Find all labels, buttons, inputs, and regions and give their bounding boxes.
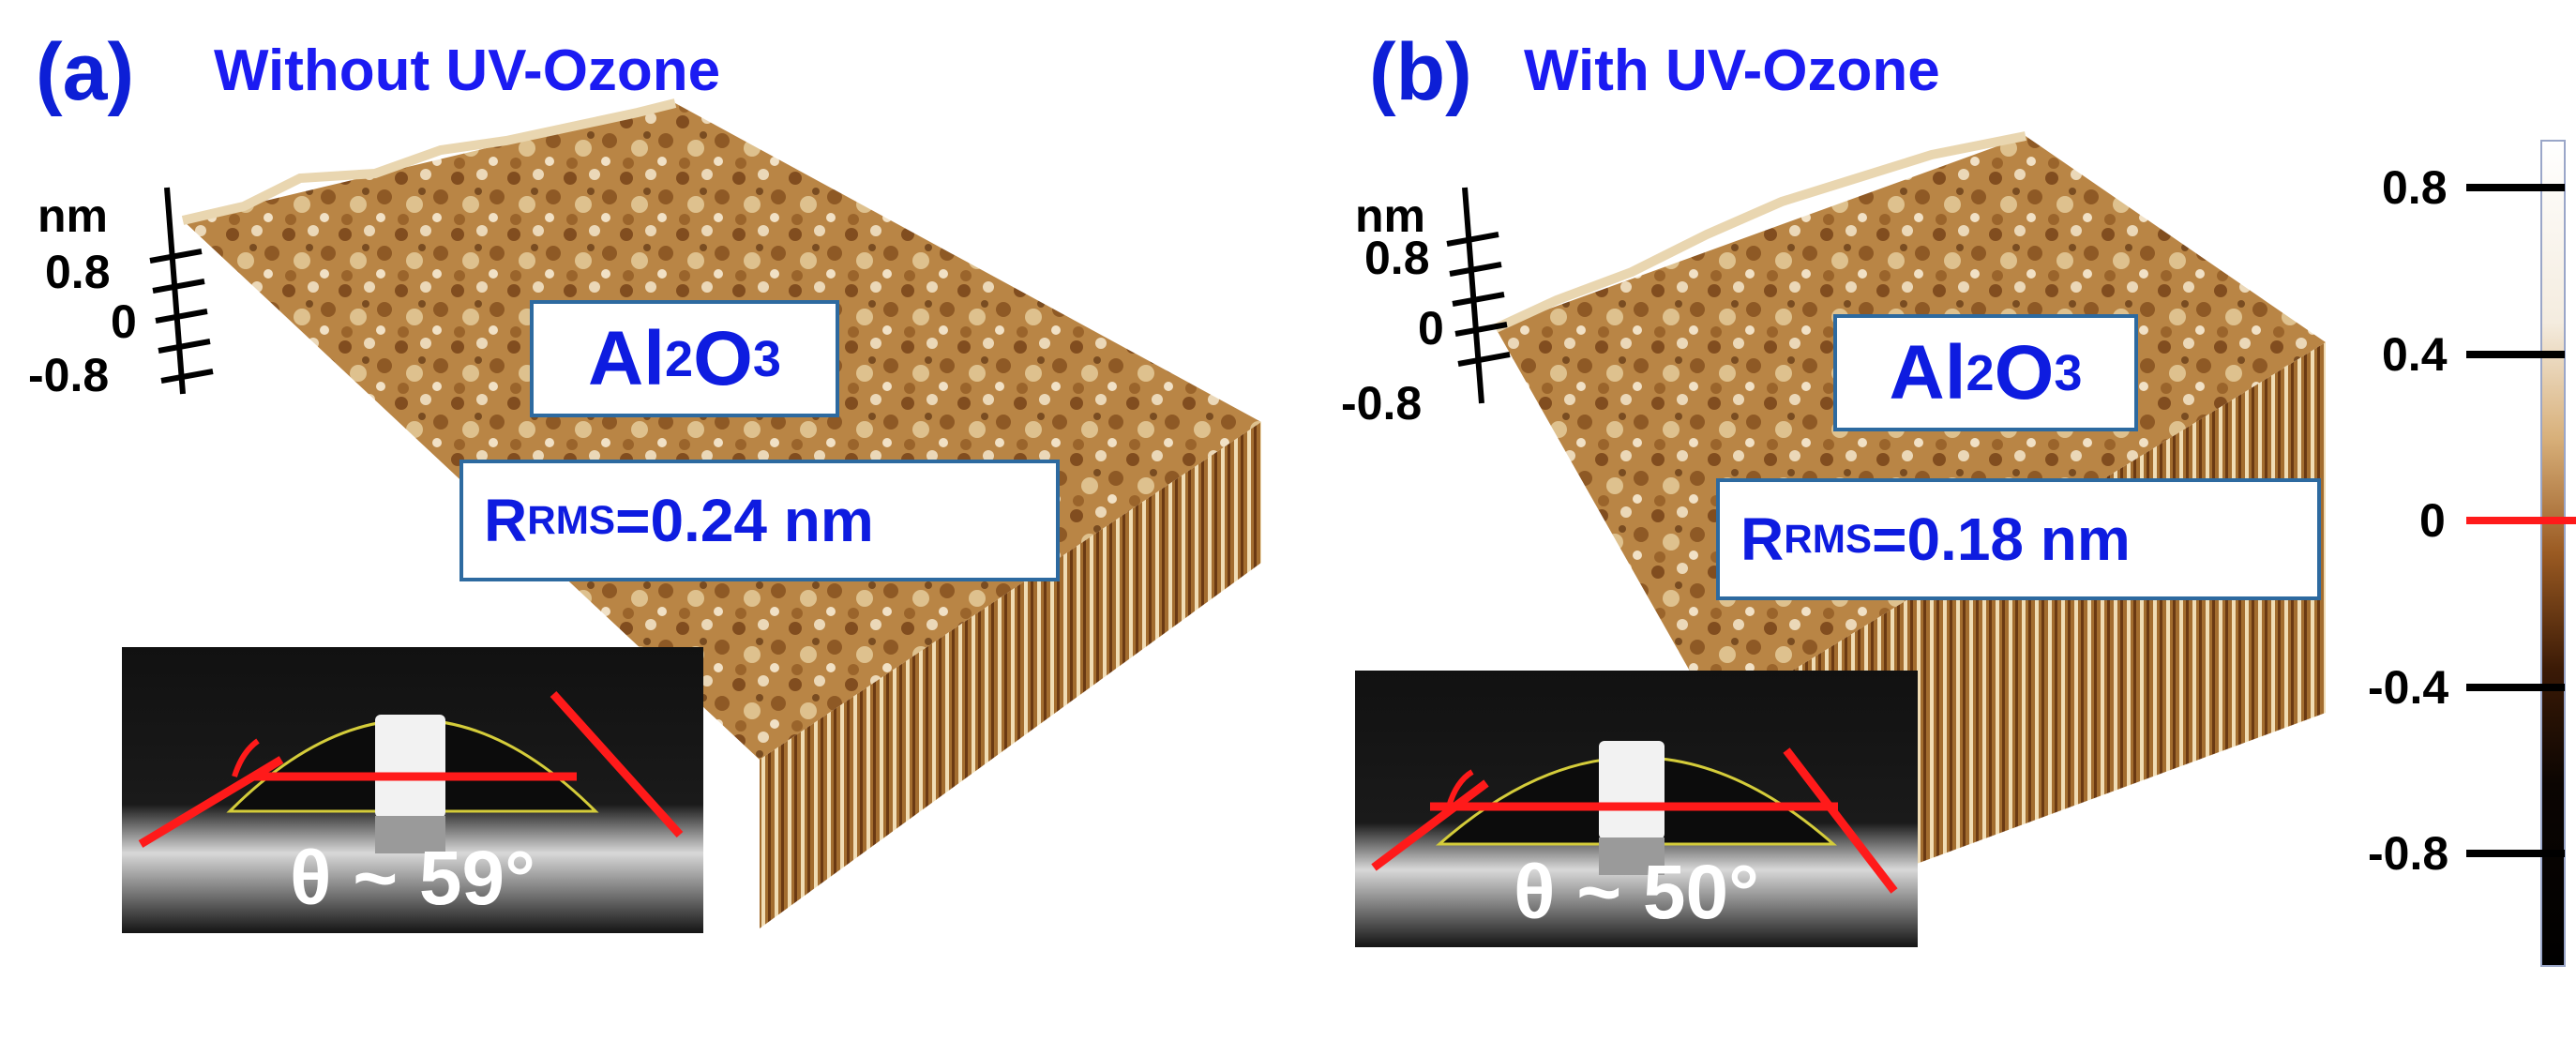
colorbar-label-0: 0.8	[2382, 161, 2448, 214]
contact-angle-image-a: θ ~ 59°	[122, 647, 703, 933]
colorbar-scale	[2466, 140, 2576, 967]
z-axis-unit-b: nm	[1355, 189, 1425, 242]
z-axis-tick-a-2: -0.8	[28, 349, 110, 401]
z-axis-tick-a-1: 0	[111, 295, 137, 348]
colorbar-label-2: 0	[2419, 494, 2446, 547]
colorbar-label-1: 0.4	[2382, 328, 2448, 381]
panel-title-a: Without UV-Ozone	[214, 38, 721, 103]
colorbar-label-3: -0.4	[2368, 661, 2449, 714]
height-colorbar: 0.8 0.4 0 -0.4 -0.8	[2330, 0, 2576, 1036]
z-axis-unit-a: nm	[38, 189, 108, 242]
colorbar-label-4: -0.8	[2368, 827, 2449, 880]
panel-letter-b: (b)	[1369, 27, 1472, 117]
contact-angle-value-a: θ ~ 59°	[290, 836, 535, 921]
z-axis-tick-b-2: -0.8	[1341, 377, 1423, 430]
afm-surface-a	[149, 98, 1261, 928]
afm-top-face-a	[183, 103, 1261, 760]
water-droplet-a	[122, 647, 703, 933]
water-droplet-b	[1355, 671, 1918, 947]
afm-side-face-a	[760, 422, 1261, 928]
z-axis-b	[1462, 187, 1484, 404]
z-axis-tick-b-1: 0	[1418, 302, 1444, 355]
contact-angle-image-b: θ ~ 50°	[1355, 671, 1918, 947]
contact-angle-value-b: θ ~ 50°	[1514, 850, 1759, 935]
z-axis-a	[164, 187, 186, 395]
z-axis-tick-b-0: 0.8	[1364, 232, 1430, 284]
z-axis-tick-a-0: 0.8	[45, 246, 111, 298]
panel-title-b: With UV-Ozone	[1524, 38, 1940, 103]
panel-letter-a: (a)	[36, 27, 135, 117]
